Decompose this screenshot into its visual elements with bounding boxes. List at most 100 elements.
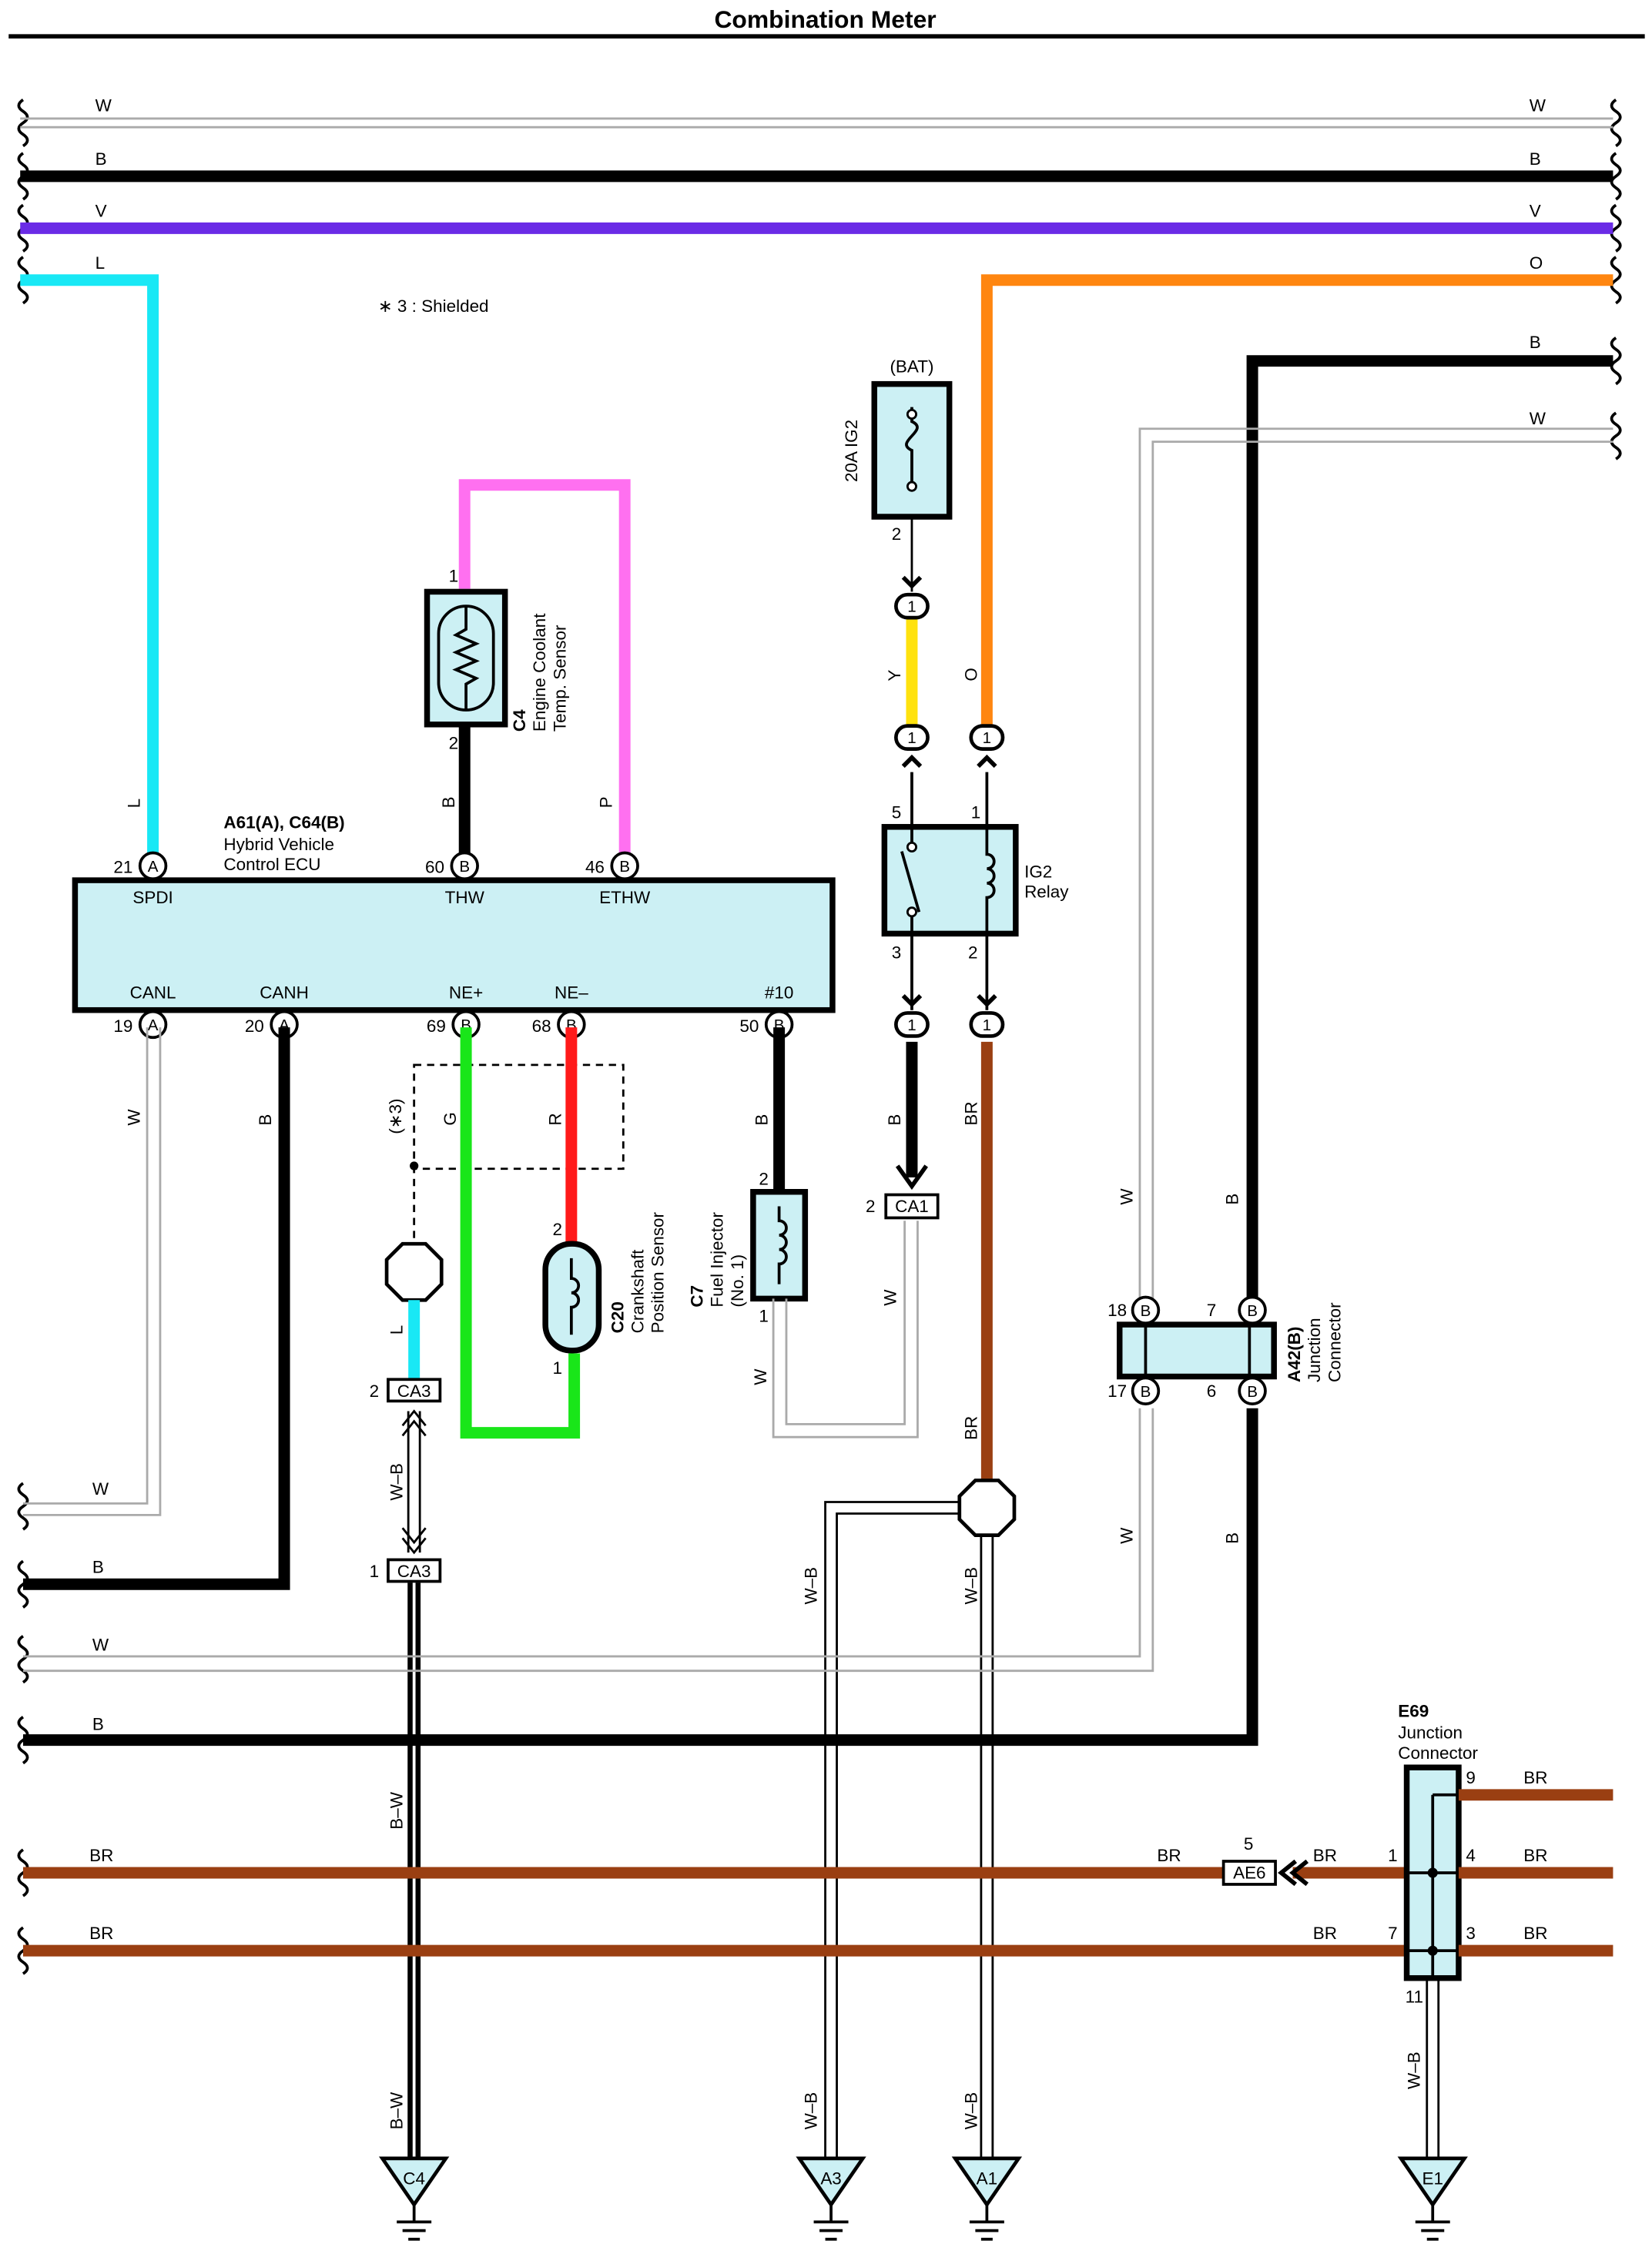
wire-p-ethw xyxy=(458,479,631,863)
break-mark-right xyxy=(1610,337,1622,386)
fuse-name: 20A IG2 xyxy=(842,420,861,482)
coolant-id: C4 xyxy=(510,709,529,732)
connector-ca3-top xyxy=(387,1378,442,1403)
wire-w-jc-bottom xyxy=(22,1408,1154,1673)
inline-pin-label: 1 xyxy=(983,1016,991,1034)
a42-pin-17: B xyxy=(1131,1376,1161,1406)
bus-label-o: O xyxy=(1530,253,1543,273)
ground-a3: A3 xyxy=(796,2156,866,2241)
e69-pin-1: 1 xyxy=(1388,1846,1398,1865)
a42-name1: Junction xyxy=(1305,1318,1324,1382)
bus-label-w-right: W xyxy=(1530,96,1546,116)
wire-w-b-ca3 xyxy=(401,1409,427,1555)
inline-pin-1: 1 xyxy=(894,724,930,769)
label-w-left-low: W xyxy=(92,1479,109,1499)
label-b-left-low: B xyxy=(92,1557,104,1576)
a42-name2: Connector xyxy=(1325,1302,1344,1382)
inline-pin-1: 1 xyxy=(894,575,930,620)
wire-o-relay xyxy=(980,274,1613,728)
label-b-canh: B xyxy=(256,1114,275,1126)
relay-pin2: 2 xyxy=(968,943,978,962)
wire-w-b-a1 xyxy=(980,1535,994,2159)
ecu-top-pin-num: 21 xyxy=(113,858,132,877)
label-g: G xyxy=(441,1112,460,1125)
label-b-inj: B xyxy=(752,1114,772,1126)
page-title: Combination Meter xyxy=(714,5,936,33)
ground-label: A3 xyxy=(820,2169,841,2189)
bus-label-b2: B xyxy=(1530,333,1541,352)
crank-id: C20 xyxy=(608,1301,627,1333)
e69-pin-7: 7 xyxy=(1388,1924,1398,1943)
ca1-pin: 2 xyxy=(866,1197,876,1216)
relay-name2: Relay xyxy=(1024,882,1069,902)
wire-w-b-e1 xyxy=(1426,1978,1440,2159)
a42-pin-num: 17 xyxy=(1107,1382,1127,1401)
a42-pin-7: B xyxy=(1238,1295,1267,1325)
ca3-top-pin: 2 xyxy=(370,1382,380,1401)
ecu-terminal-thw: THW xyxy=(445,888,485,907)
label-b-w-bottom: B–W xyxy=(387,2092,407,2129)
inline-pin-label: 1 xyxy=(983,729,991,747)
connector-ca1-label: CA1 xyxy=(895,1197,929,1216)
e69-id: E69 xyxy=(1398,1702,1429,1721)
label-b-jc-bot: B xyxy=(1222,1532,1242,1544)
ground-e1: E1 xyxy=(1397,2156,1468,2241)
label-r: R xyxy=(546,1113,565,1125)
ecu-terminal: #10 xyxy=(765,983,794,1003)
label-br2: BR xyxy=(89,1924,113,1943)
shield-ground-octagon xyxy=(384,1241,444,1302)
a42-pin-6: B xyxy=(1238,1376,1267,1406)
ground-label: A1 xyxy=(977,2169,997,2189)
ecu-terminal-ethw: ETHW xyxy=(599,888,651,907)
break-mark-right xyxy=(1610,203,1622,253)
crank-name1: Crankshaft xyxy=(628,1249,648,1333)
label-p: P xyxy=(596,796,615,808)
ecu-box xyxy=(72,877,836,1013)
label-b-relay: B xyxy=(885,1114,904,1126)
label-bottom-b: B xyxy=(92,1715,104,1734)
ecu-top-pin-21-letter: A xyxy=(148,858,159,876)
splice-octagon xyxy=(957,1479,1017,1537)
label-w-b-a3: W–B xyxy=(801,1567,820,1605)
a42-pin-6-letter: B xyxy=(1247,1383,1258,1401)
a42-pin-num: 7 xyxy=(1207,1301,1217,1320)
e69-pin-4: 4 xyxy=(1466,1846,1475,1865)
label-shield: (∗3) xyxy=(386,1099,405,1134)
label-w-canl: W xyxy=(125,1109,144,1126)
label-w-b-e1: W–B xyxy=(1404,2051,1423,2089)
a42-pin-num: 18 xyxy=(1107,1301,1127,1320)
label-w-jc-top: W xyxy=(1118,1188,1137,1205)
label-bottom-w: W xyxy=(92,1635,109,1654)
a42-id: A42(B) xyxy=(1285,1327,1304,1382)
break-mark-left xyxy=(17,99,29,148)
ecu-name2: Control ECU xyxy=(223,855,320,874)
e69-br-4: BR xyxy=(1523,1846,1547,1865)
ecu-terminal: CANH xyxy=(260,983,309,1003)
wire-w-canl xyxy=(22,1027,162,1516)
wire-b-jc-bottom xyxy=(22,1408,1258,1747)
ground-label: E1 xyxy=(1422,2169,1443,2189)
relay-pin3: 3 xyxy=(892,943,901,962)
ecu-bottom-pin-19-letter: A xyxy=(148,1016,159,1034)
ecu-terminal: CANL xyxy=(130,983,176,1003)
ground-label: C4 xyxy=(403,2169,425,2189)
ecu-bottom-pin-num: 68 xyxy=(532,1016,551,1036)
a42-pin-17-letter: B xyxy=(1141,1383,1151,1401)
label-w-b-a1-bottom: W–B xyxy=(961,2092,980,2130)
label-br1: BR xyxy=(89,1846,113,1865)
relay-name1: IG2 xyxy=(1024,862,1052,881)
crankshaft-sensor xyxy=(542,1241,602,1354)
ecu-top-pin-num: 46 xyxy=(585,858,605,877)
e69-br-1: BR xyxy=(1313,1846,1337,1865)
label-br-lower: BR xyxy=(961,1416,980,1440)
ecu-terminal: NE+ xyxy=(449,983,483,1003)
bus-label-v-left: V xyxy=(96,201,107,220)
connector-ca1 xyxy=(884,1193,940,1220)
bus-label-w-left: W xyxy=(96,96,112,116)
connector-ae6 xyxy=(1221,1860,1277,1886)
label-br-relay: BR xyxy=(961,1101,980,1125)
label-w-b-a3-bottom: W–B xyxy=(801,2092,820,2130)
wire-w-injector xyxy=(772,1221,919,1438)
break-mark-right xyxy=(1610,152,1622,201)
